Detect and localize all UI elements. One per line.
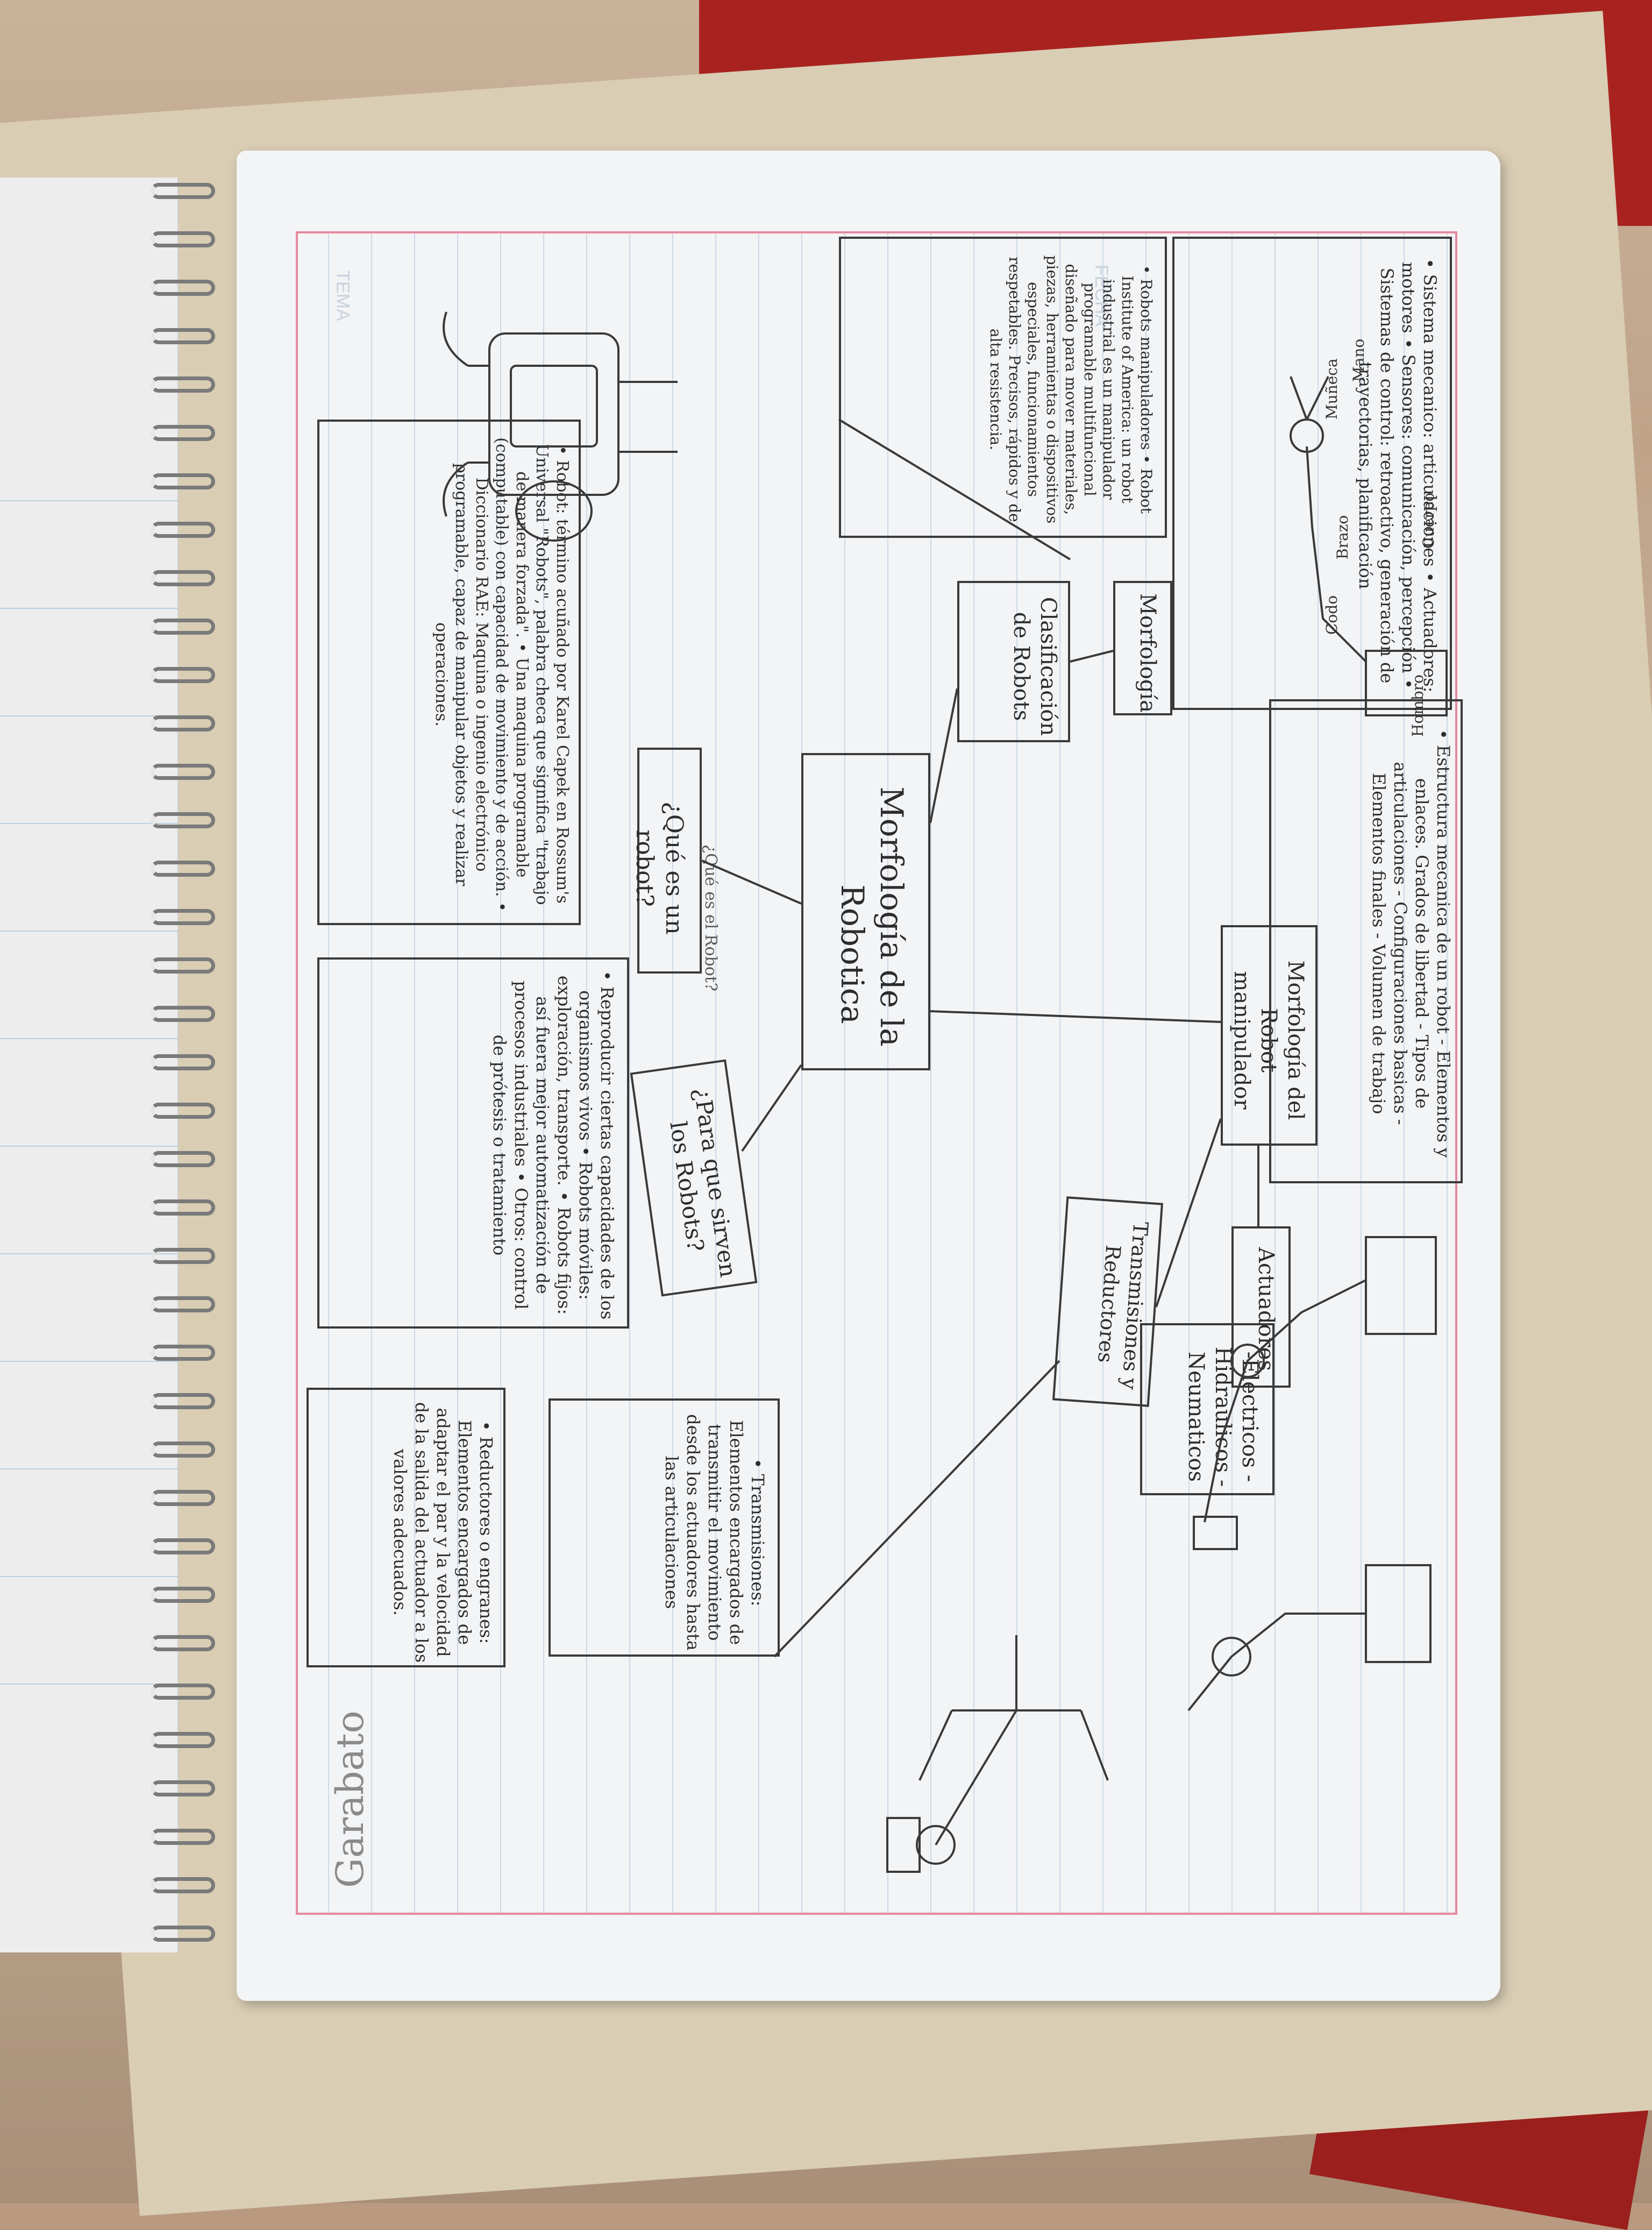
- note-sistema: • Sistema mecanico: articulaciones • Act…: [1172, 237, 1452, 710]
- labeled-arm-sketch: [1290, 376, 1448, 716]
- note-manipuladores: • Robots manipuladores • Robot Institute…: [839, 237, 1167, 538]
- edge-que-es: [701, 860, 802, 905]
- node-actuadores: Actuadores: [1231, 1226, 1291, 1388]
- note-transmisiones: • Transmisiones: Elementos encargados de…: [549, 1398, 780, 1657]
- left-notebook-page: [0, 177, 179, 1952]
- label-cuerpo: Cuerpo: [1420, 492, 1437, 549]
- ruled-lines: [296, 231, 1457, 1915]
- edge-clasificacion: [929, 688, 958, 823]
- edge-morfologia-manip: [930, 1010, 1221, 1023]
- note-definicion: • Robot: término acuñado por Karel Capek…: [317, 420, 581, 925]
- label-brazo: Brazo: [1334, 515, 1351, 559]
- robot-arm-sketch-2: [1187, 1564, 1432, 1711]
- center-topic-box: Morfología de la Robotica: [801, 753, 930, 1070]
- label-hombro: Hombro: [1409, 674, 1427, 737]
- robot-sketch: [443, 311, 678, 542]
- spiral-binding: [134, 140, 215, 2001]
- edge-morfologia: [1070, 650, 1114, 663]
- note-reductores: • Reductores o engranes: Elementos encar…: [307, 1388, 505, 1667]
- gripper-sketch: [886, 1635, 1109, 1873]
- mindmap-connectors: [701, 418, 1259, 1658]
- node-clasificacion: Clasificación de Robots: [957, 581, 1070, 742]
- label-muneca: Muñeca: [1323, 358, 1341, 420]
- edge-para-que: [741, 1064, 802, 1152]
- edge-transmisiones-note: [773, 1360, 1060, 1658]
- note-usos: • Reproducir ciertas capacidades de los …: [317, 957, 629, 1329]
- label-mano: Mano: [1350, 338, 1368, 382]
- edge-manipuladores: [838, 418, 1071, 560]
- signature: Garabato: [328, 1710, 372, 1888]
- robot-arm-sketch-1: [1193, 1236, 1437, 1550]
- label-codo: Codo: [1323, 595, 1341, 635]
- edge-transmisiones: [1155, 1118, 1222, 1308]
- notebook-page: TEMA FECHA Morfología de la Robotica ¿Qu…: [237, 151, 1500, 2001]
- node-que-es: ¿Qué es un robot?: [631, 748, 702, 974]
- page-margin: [296, 231, 1457, 1915]
- note-actuadores-list: -Electricos -Hidraulicos -Neumaticos: [1140, 1323, 1274, 1495]
